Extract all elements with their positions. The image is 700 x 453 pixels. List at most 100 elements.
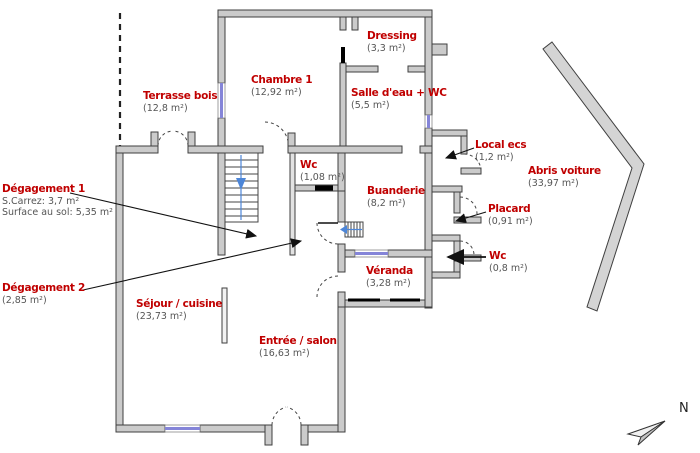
wall xyxy=(300,424,309,446)
wall xyxy=(337,306,346,433)
room-label-degagement1: Dégagement 1 S.Carrez: 3,7 m² Surface au… xyxy=(2,183,113,219)
wall xyxy=(337,190,346,223)
room-area: (12,92 m²) xyxy=(251,86,302,98)
wall xyxy=(339,16,347,31)
room-area: (1,08 m²) xyxy=(300,171,345,183)
room-name: Dressing xyxy=(367,30,417,42)
wall xyxy=(187,131,196,147)
room-name: Dégagement 2 xyxy=(2,282,85,294)
room-name: Séjour / cuisine xyxy=(136,298,223,310)
room-area: (0,91 m²) xyxy=(488,215,533,227)
room-area: (16,63 m²) xyxy=(259,347,310,359)
wall xyxy=(115,424,166,433)
half-wall xyxy=(221,287,228,344)
wall xyxy=(351,16,359,31)
glazing-bar xyxy=(348,298,380,302)
door-leaf xyxy=(315,185,333,191)
stair-direction-arrow xyxy=(340,225,347,234)
glazing-bar xyxy=(390,298,420,302)
wall xyxy=(217,16,226,84)
room-name: Wc xyxy=(489,250,507,262)
room-label-local-ecs: Local ecs (1,2 m²) xyxy=(475,139,527,163)
room-name: Chambre 1 xyxy=(251,74,313,86)
door-arc xyxy=(172,130,189,147)
room-label-entree: Entrée / salon (16,63 m²) xyxy=(259,335,337,359)
wall xyxy=(264,424,273,446)
room-label-sejour: Séjour / cuisine (23,73 m²) xyxy=(136,298,223,322)
wall xyxy=(431,43,448,56)
wall xyxy=(150,131,159,147)
door-arc xyxy=(264,121,289,142)
door-leaf xyxy=(341,47,345,63)
door-arc xyxy=(459,196,478,215)
wall xyxy=(345,65,379,73)
leader-placard xyxy=(454,211,487,223)
wall xyxy=(287,132,296,147)
staircase-small xyxy=(340,221,364,238)
wall xyxy=(424,251,433,308)
room-label-degagement2: Dégagement 2 (2,85 m²) xyxy=(2,282,85,306)
room-label-abris-voiture: Abris voiture (33,97 m²) xyxy=(528,165,601,189)
wall xyxy=(453,254,482,262)
door-leaves xyxy=(315,47,420,302)
room-area: Surface au sol: 5,35 m² xyxy=(2,207,113,218)
room-area: (3,3 m²) xyxy=(367,42,406,54)
room-name: Buanderie xyxy=(367,185,425,197)
wall xyxy=(217,117,226,256)
room-name: Placard xyxy=(488,203,531,215)
room-area: (12,8 m²) xyxy=(143,102,188,114)
room-label-wc-couloir: Wc (1,08 m²) xyxy=(300,159,345,183)
room-name: Abris voiture xyxy=(528,165,601,177)
wall xyxy=(431,234,461,242)
room-name: Dégagement 1 xyxy=(2,183,85,195)
leader-degagement1 xyxy=(69,192,258,239)
label-leader-arrows xyxy=(69,147,487,291)
room-area: S.Carrez: 3,7 m² xyxy=(2,195,80,207)
room-area: (0,8 m²) xyxy=(489,262,528,274)
room-name: Wc xyxy=(300,159,318,171)
room-label-buanderie: Buanderie (8,2 m²) xyxy=(367,185,425,209)
room-area: (2,85 m²) xyxy=(2,294,47,306)
door-arc xyxy=(459,240,475,256)
room-label-placard: Placard (0,91 m²) xyxy=(488,203,533,227)
wall xyxy=(337,291,346,308)
north-arrow-lower xyxy=(637,420,666,446)
room-area: (23,73 m²) xyxy=(136,310,187,322)
room-name: Terrasse bois xyxy=(143,90,218,102)
wall xyxy=(115,152,124,433)
room-label-wc-droite: Wc (0,8 m²) xyxy=(489,250,528,274)
door-arc xyxy=(316,275,339,298)
partition xyxy=(289,152,296,256)
room-label-chambre1: Chambre 1 (12,92 m²) xyxy=(251,74,313,98)
door-arc xyxy=(157,130,174,147)
room-area: (33,97 m²) xyxy=(528,177,579,189)
wall xyxy=(287,145,403,154)
wall xyxy=(431,129,468,137)
room-label-terrasse: Terrasse bois (12,8 m²) xyxy=(143,90,218,114)
room-area: (5,5 m²) xyxy=(351,99,390,111)
door-arc xyxy=(463,153,482,172)
room-name: Local ecs xyxy=(475,139,527,151)
door-swing-arcs xyxy=(157,121,482,426)
windows xyxy=(164,82,433,433)
wall xyxy=(419,145,433,154)
north-label: N xyxy=(679,401,689,416)
wall xyxy=(387,249,433,258)
room-label-dressing: Dressing (3,3 m²) xyxy=(367,30,417,54)
wall xyxy=(339,62,347,147)
staircase-main xyxy=(224,152,259,223)
wall xyxy=(407,65,426,73)
room-label-veranda: Véranda (3,28 m²) xyxy=(366,265,413,289)
leader-degagement2 xyxy=(82,238,303,291)
room-name: Salle d'eau + WC xyxy=(351,87,447,99)
room-area: (1,2 m²) xyxy=(475,151,514,163)
wall xyxy=(453,260,461,273)
stair-direction-arrow xyxy=(236,178,246,190)
wall xyxy=(431,185,463,193)
wall xyxy=(337,243,346,273)
wall xyxy=(453,191,461,214)
wall xyxy=(217,9,433,18)
north-arrow xyxy=(626,420,666,446)
